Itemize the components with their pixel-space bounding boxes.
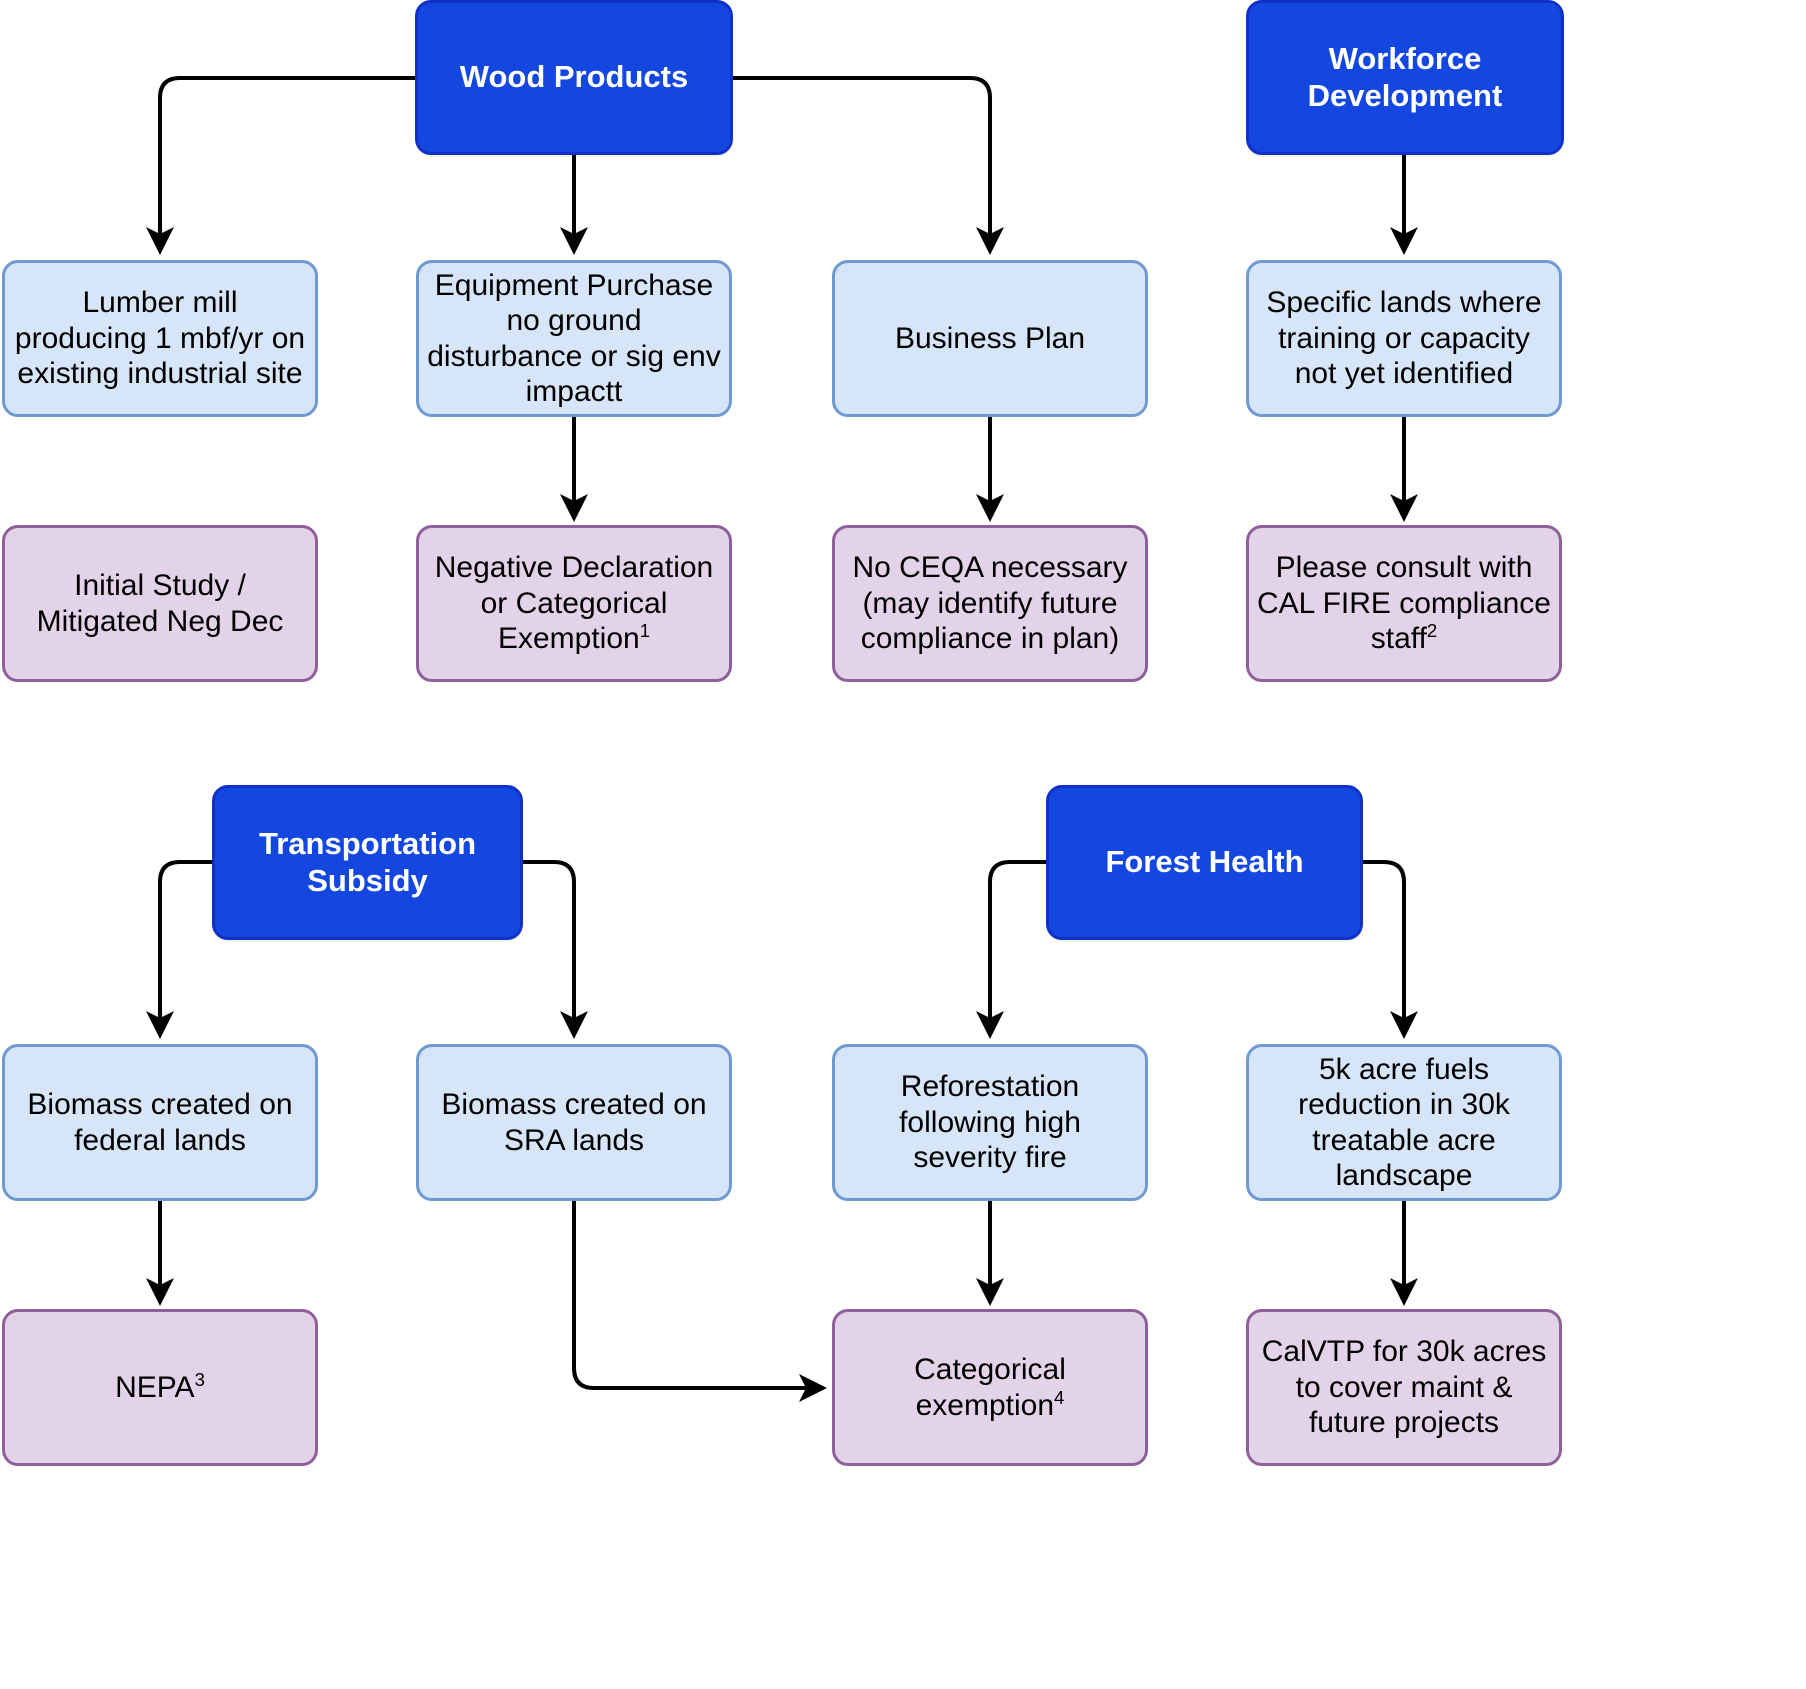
node-nepa-text: NEPA [115,1370,195,1404]
edge-forest-to-fuels [1362,860,1418,1039]
edge-transport-to-federal [146,860,212,1039]
edge-sra-to-catexemption [572,1201,827,1402]
node-workforce-development-label: Workforce Development [1307,40,1503,113]
node-categorical-exemption[interactable]: Categorical exemption4 [832,1309,1148,1466]
node-equipment-purchase[interactable]: Equipment Purchase no ground disturbance… [416,260,732,417]
node-business-plan[interactable]: Business Plan [832,260,1148,417]
node-transportation-subsidy-label: Transportation Subsidy [258,825,476,898]
node-no-ceqa-necessary[interactable]: No CEQA necessary (may identify future c… [832,525,1148,682]
node-business-plan-label: Business Plan [894,321,1086,355]
node-lumber-mill[interactable]: Lumber mill producing 1 mbf/yr on existi… [2,260,318,417]
node-specific-lands[interactable]: Specific lands where training or capacit… [1246,260,1562,417]
node-calvtp-label: CalVTP for 30k acres to cover maint & fu… [1261,1335,1547,1440]
node-negative-declaration[interactable]: Negative Declaration or Categorical Exem… [416,525,732,682]
node-lumber-mill-label: Lumber mill producing 1 mbf/yr on existi… [14,286,306,391]
node-cal-fire-consult-label: Please consult with CAL FIRE compliance … [1249,550,1559,656]
edge-wood-to-business [733,76,1004,255]
node-workforce-development-header[interactable]: Workforce Development [1246,0,1564,155]
node-specific-lands-label: Specific lands where training or capacit… [1266,286,1542,391]
edge-transport-to-sra [522,860,588,1039]
node-no-ceqa-necessary-label: No CEQA necessary (may identify future c… [852,551,1128,656]
node-cal-fire-consult-text: Please consult with CAL FIRE compliance … [1257,551,1551,656]
node-nepa-label: NEPA3 [5,1370,315,1405]
node-forest-health-label: Forest Health [1105,844,1304,880]
node-categorical-exemption-text: Categorical exemption [914,1353,1066,1422]
node-negative-declaration-label: Negative Declaration or Categorical Exem… [419,550,729,656]
edge-wood-to-lumber [146,76,415,255]
node-initial-study[interactable]: Initial Study / Mitigated Neg Dec [2,525,318,682]
node-wood-products-label: Wood Products [459,59,689,95]
footnote-marker-4: 4 [1054,1386,1065,1408]
node-transportation-subsidy-header[interactable]: Transportation Subsidy [212,785,523,940]
footnote-marker-1: 1 [639,620,651,642]
footnote-marker-3: 3 [194,1368,205,1390]
node-cal-fire-consult[interactable]: Please consult with CAL FIRE compliance … [1246,525,1562,682]
node-reforestation[interactable]: Reforestation following high severity fi… [832,1044,1148,1201]
node-fuels-reduction[interactable]: 5k acre fuels reduction in 30k treatable… [1246,1044,1562,1201]
node-calvtp[interactable]: CalVTP for 30k acres to cover maint & fu… [1246,1309,1562,1466]
node-equipment-purchase-label: Equipment Purchase no ground disturbance… [427,268,721,408]
node-reforestation-label: Reforestation following high severity fi… [899,1070,1081,1175]
node-forest-health-header[interactable]: Forest Health [1046,785,1363,940]
node-biomass-sra-label: Biomass created on SRA lands [441,1088,707,1157]
node-negative-declaration-text: Negative Declaration or Categorical Exem… [434,551,714,656]
footnote-marker-2: 2 [1426,620,1438,642]
node-initial-study-label: Initial Study / Mitigated Neg Dec [36,569,284,638]
node-biomass-federal[interactable]: Biomass created on federal lands [2,1044,318,1201]
node-biomass-federal-label: Biomass created on federal lands [27,1088,293,1157]
edge-forest-to-reforestation [976,860,1046,1039]
node-wood-products-header[interactable]: Wood Products [415,0,733,155]
node-categorical-exemption-label: Categorical exemption4 [835,1352,1145,1423]
node-fuels-reduction-label: 5k acre fuels reduction in 30k treatable… [1298,1052,1510,1192]
node-biomass-sra[interactable]: Biomass created on SRA lands [416,1044,732,1201]
node-nepa[interactable]: NEPA3 [2,1309,318,1466]
